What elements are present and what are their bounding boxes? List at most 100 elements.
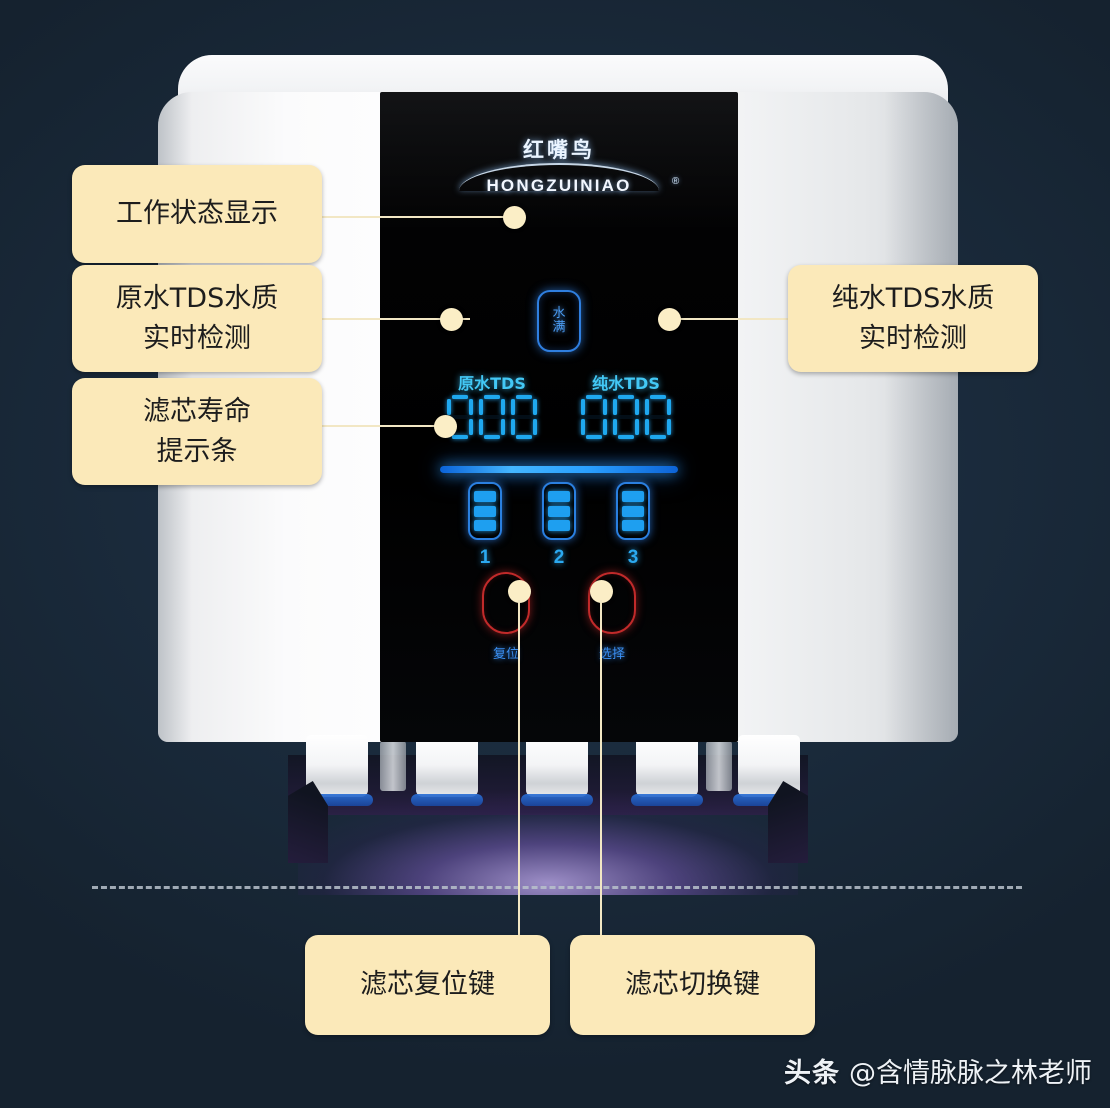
callout-filter-life: 滤芯寿命 提示条 (72, 378, 322, 485)
segment-e (613, 419, 617, 435)
callout-dot-filter-life (434, 415, 457, 438)
filter-life-number: 3 (627, 547, 639, 568)
callout-dot-work-status (503, 206, 526, 229)
callout-reset-key-text: 滤芯复位键 (360, 969, 495, 1000)
segment-d (618, 435, 634, 439)
callout-filter-life-line2: 提示条 (156, 435, 238, 467)
reset-button-label: 复位 (492, 647, 519, 662)
segment-f (613, 399, 617, 415)
filter-life-bar-group: 1 2 3 (380, 482, 738, 569)
callout-leader-switch-key (600, 600, 602, 945)
segment-b (635, 399, 639, 415)
filter-life-segment (622, 520, 644, 532)
callout-leader-filter-life (240, 425, 440, 427)
segment-f (511, 399, 515, 415)
reset-button[interactable] (482, 572, 530, 634)
segment-d (484, 435, 500, 439)
filter-life-bar-body (616, 482, 650, 540)
callout-leader-work-status (240, 216, 515, 218)
segment-c (603, 419, 607, 435)
segment-f (447, 399, 451, 415)
segment-e (581, 419, 585, 435)
filter-cartridge (411, 735, 483, 806)
registered-trademark-icon: ® (671, 176, 680, 187)
callout-pure-tds-line1: 纯水TDS水质 (831, 282, 995, 314)
segment-f (479, 399, 483, 415)
blue-divider-bar (440, 466, 678, 473)
segment-b (501, 399, 505, 415)
select-button[interactable] (588, 572, 636, 634)
segment-a (650, 395, 666, 399)
segment-b (533, 399, 537, 415)
segment-g (618, 415, 634, 419)
callout-leader-reset-key (518, 600, 520, 945)
segment-a (618, 395, 634, 399)
segment-b (469, 399, 473, 415)
segment-b (667, 399, 671, 415)
callout-dot-switch-key (590, 580, 613, 603)
tds-label-row: 原水TDS 纯水TDS (380, 370, 738, 394)
segment-a (586, 395, 602, 399)
filter-life-bar-body (542, 482, 576, 540)
segment-a (484, 395, 500, 399)
brand-logo-swoosh (459, 163, 659, 181)
callout-work-status: 工作状态显示 (72, 165, 322, 263)
control-panel: 红嘴鸟 ® HONGZUINIAO 水 满 原水TDS 纯水TDS 1 2 3 复位… (380, 92, 738, 742)
callout-switch-key: 滤芯切换键 (570, 935, 815, 1035)
segment-a (452, 395, 468, 399)
seven-segment-digit (613, 395, 639, 439)
brand-logo-chinese: 红嘴鸟 (523, 138, 595, 162)
segment-c (501, 419, 505, 435)
filter-life-segment (548, 490, 570, 502)
segment-d (586, 435, 602, 439)
segment-d (516, 435, 532, 439)
callout-raw-tds: 原水TDS水质 实时检测 (72, 265, 322, 372)
segment-c (635, 419, 639, 435)
segment-f (645, 399, 649, 415)
segment-e (479, 419, 483, 435)
status-char-top: 水 (552, 306, 566, 321)
filter-life-segment (474, 490, 496, 502)
reset-button-wrap[interactable]: 复位 (475, 572, 537, 662)
brand-logo: 红嘴鸟 ® HONGZUINIAO (380, 134, 738, 196)
segment-g (484, 415, 500, 419)
segment-e (645, 419, 649, 435)
callout-switch-key-text: 滤芯切换键 (625, 969, 760, 1000)
segment-c (469, 419, 473, 435)
seven-segment-digit (511, 395, 537, 439)
pure-water-tds-value (572, 395, 680, 439)
callout-dot-raw-tds (440, 308, 463, 331)
callout-pure-tds-line2: 实时检测 (859, 322, 967, 354)
cartridge-tube (380, 741, 406, 791)
callout-dot-pure-tds (658, 308, 681, 331)
filter-life-number: 2 (553, 547, 565, 568)
work-status-indicator[interactable]: 水 满 (537, 290, 581, 352)
callout-raw-tds-line2: 实时检测 (143, 322, 251, 354)
callout-leader-raw-tds (240, 318, 470, 320)
select-button-label: 选择 (598, 647, 625, 662)
seven-segment-digit (581, 395, 607, 439)
tds-readout-row (380, 395, 738, 439)
segment-d (452, 435, 468, 439)
filter-cartridge (631, 735, 703, 806)
filter-life-segment (622, 490, 644, 502)
filter-cartridge-assembly (288, 735, 808, 895)
select-button-wrap[interactable]: 选择 (581, 572, 643, 662)
filter-life-number: 1 (479, 547, 491, 568)
callout-dot-reset-key (508, 580, 531, 603)
machine-body-right-shading (884, 92, 958, 742)
pure-water-tds-label: 纯水TDS (592, 374, 660, 393)
cartridge-tube (706, 741, 732, 791)
touch-button-group: 复位 选择 (380, 572, 738, 662)
segment-g (586, 415, 602, 419)
callout-raw-tds-line1: 原水TDS水质 (115, 282, 279, 314)
segment-g (452, 415, 468, 419)
segment-g (516, 415, 532, 419)
callout-filter-life-line1: 滤芯寿命 (143, 395, 251, 427)
filter-life-bar-2: 2 (539, 482, 579, 569)
filter-life-segment (622, 505, 644, 517)
segment-f (581, 399, 585, 415)
segment-a (516, 395, 532, 399)
raw-water-tds-label: 原水TDS (458, 374, 526, 393)
filter-life-bar-body (468, 482, 502, 540)
